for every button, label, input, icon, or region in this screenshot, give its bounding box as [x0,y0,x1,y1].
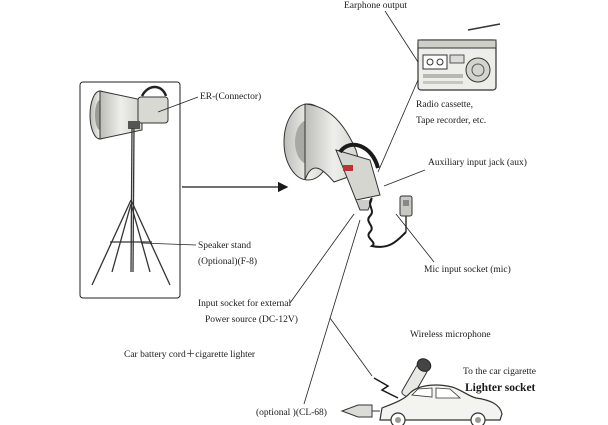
mic-coiled-cord [367,197,407,248]
radio-cassette-label-1: Radio cassette, [416,100,473,110]
aux-jack-label: Auxiliary input jack (aux) [428,158,527,168]
right-leaders [377,10,435,263]
car [379,384,503,425]
radio-cassette-label-2: Tape recorder, etc. [416,116,487,126]
er-connector-label: ER-(Connector) [200,92,262,102]
speaker-stand-label-2: (Optional)(F-8) [198,257,258,267]
wireless-mic [401,358,432,399]
mic-socket-label: Mic input socket (mic) [424,265,511,275]
car-battery-label: Car battery cord＋cigarette lighter [124,350,256,360]
wireless-signal-icon [373,377,399,399]
radio-cassette [417,23,501,91]
stand-megaphone [89,85,169,140]
wireless-mic-label: Wireless microphone [410,330,491,340]
car-battery-cord [303,219,361,405]
speaker-stand-leader [140,242,197,246]
external-power-label-1: Input socket for external [198,299,292,309]
cigarette-lighter-plug [340,404,380,418]
external-power-leader [289,213,355,304]
car-cord-branch [329,317,373,377]
main-megaphone [283,103,381,211]
mic-socket-leader [395,213,435,263]
er-connector-leader [157,96,199,113]
speaker-stand [91,127,171,286]
earphone-output-label: Earphone output [344,1,408,11]
optional-cl68-label: (optional )(CL-68) [256,408,327,418]
radio-to-megaphone-line [377,79,419,173]
car-cigarette-label-1: To the car cigarette [463,367,536,377]
car-cigarette-label-2: Lighter socket [465,382,536,394]
speaker-stand-label-1: Speaker stand [198,241,252,251]
external-power-label-2: Power source (DC-12V) [205,315,298,325]
aux-leader [383,169,426,187]
earphone-leader [384,10,419,63]
handheld-mic [399,195,413,232]
